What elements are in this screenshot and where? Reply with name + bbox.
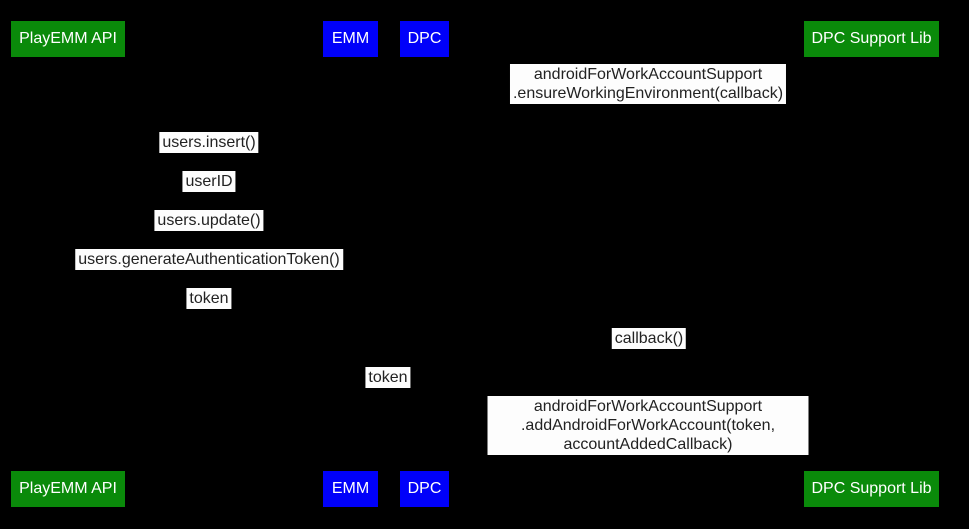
message-users-generate-authentication-token: users.generateAuthenticationToken()	[75, 249, 343, 270]
participant-emm-top: EMM	[323, 21, 378, 57]
participant-dpc-support-lib-bottom: DPC Support Lib	[804, 471, 939, 507]
message-user-id: userID	[182, 171, 236, 192]
participant-dpc-top: DPC	[400, 21, 449, 57]
message-ensure-working-environment: androidForWorkAccountSupport .ensureWork…	[509, 64, 787, 104]
participant-emm-bottom: EMM	[323, 471, 378, 507]
participant-dpc-bottom: DPC	[400, 471, 449, 507]
participant-playemm-api-bottom: PlayEMM API	[11, 471, 125, 507]
message-add-android-for-work-account: androidForWorkAccountSupport .addAndroid…	[487, 396, 809, 455]
participant-dpc-support-lib-top: DPC Support Lib	[804, 21, 939, 57]
message-users-update: users.update()	[154, 210, 264, 231]
message-token-forward: token	[365, 367, 411, 388]
message-users-insert: users.insert()	[159, 132, 259, 153]
message-callback: callback()	[611, 328, 687, 349]
message-token-return: token	[186, 288, 232, 309]
participant-playemm-api-top: PlayEMM API	[11, 21, 125, 57]
